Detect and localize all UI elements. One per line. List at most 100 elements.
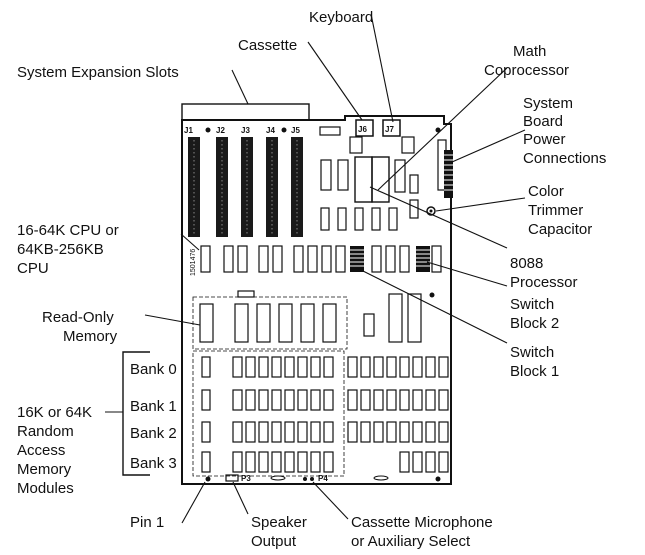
ram-chip <box>374 357 383 377</box>
label-pin-1: Pin 1 <box>130 514 164 531</box>
ram-chip <box>413 452 422 472</box>
ram-chip <box>413 390 422 410</box>
slot-label-j1: J1 <box>184 126 193 135</box>
ram-chip <box>324 357 333 377</box>
ram-chip <box>324 390 333 410</box>
ram-chip <box>400 357 409 377</box>
ram-chip <box>259 390 268 410</box>
ram-chip <box>202 390 210 410</box>
slot-label-j2: J2 <box>216 126 225 135</box>
ram-chip <box>259 357 268 377</box>
ram-chip <box>233 357 242 377</box>
ram-chip <box>374 390 383 410</box>
label-color-line2: Trimmer <box>528 202 583 219</box>
ram-chip <box>348 422 357 442</box>
ram-chip <box>439 422 448 442</box>
ram-chip <box>246 357 255 377</box>
ram-chip <box>202 357 210 377</box>
slot-label-j4: J4 <box>266 126 275 135</box>
math-coprocessor-socket <box>372 157 389 202</box>
expansion-slots: J1 J2 J3 J4 J5 <box>184 126 303 237</box>
ram-chip <box>272 452 281 472</box>
board-part-number: 1501476 <box>190 249 197 276</box>
ram-chip <box>387 390 396 410</box>
ram-chip <box>233 422 242 442</box>
ram-chip <box>233 390 242 410</box>
label-cassette: Cassette <box>238 37 297 54</box>
ram-chip <box>361 357 370 377</box>
ram-chip <box>439 357 448 377</box>
ram-chip <box>272 390 281 410</box>
ram-chip <box>202 422 210 442</box>
ram-chip <box>272 422 281 442</box>
p4-label: P4 <box>318 474 328 483</box>
ram-chip <box>298 357 307 377</box>
slot-j4 <box>266 137 278 237</box>
label-ram-line2: Random <box>17 423 74 440</box>
ram-chip <box>311 357 320 377</box>
ram-chip <box>285 422 294 442</box>
leader-lines <box>105 14 525 523</box>
ram-chip <box>426 357 435 377</box>
ram-chip <box>361 422 370 442</box>
label-color-line3: Capacitor <box>528 221 592 238</box>
label-ram-line4: Memory <box>17 461 72 478</box>
jack-j6-label: J6 <box>358 125 367 134</box>
label-math-line2: Coprocessor <box>484 62 569 79</box>
label-power-line3: Power <box>523 131 566 148</box>
ram-chip <box>259 422 268 442</box>
ram-chip <box>348 357 357 377</box>
slot-j3 <box>241 137 253 237</box>
ram-chip <box>413 357 422 377</box>
label-switch2-line2: Block 2 <box>510 315 559 332</box>
label-switch2-line1: Switch <box>510 296 554 313</box>
label-ram-line5: Modules <box>17 480 74 497</box>
ram-chip <box>324 452 333 472</box>
ram-chip <box>259 452 268 472</box>
expansion-slot-bracket <box>182 104 309 120</box>
slot-j1 <box>188 137 200 237</box>
label-math-line1: Math <box>513 43 546 60</box>
ram-chip <box>233 452 242 472</box>
label-rom-line2: Memory <box>63 328 118 345</box>
ram-chip <box>285 357 294 377</box>
rom-chips <box>200 304 336 342</box>
label-switch1-line1: Switch <box>510 344 554 361</box>
label-bank-1: Bank 1 <box>130 398 177 415</box>
ram-chip <box>400 390 409 410</box>
label-rom-line1: Read-Only <box>42 309 114 326</box>
ram-chip <box>387 357 396 377</box>
label-8088-line2: Processor <box>510 274 578 291</box>
ram-chip <box>246 390 255 410</box>
label-ram-line3: Access <box>17 442 65 459</box>
ram-chip <box>202 452 210 472</box>
cpu-chip-row <box>201 246 210 272</box>
ram-chip <box>426 390 435 410</box>
label-speaker-line1: Speaker <box>251 514 307 531</box>
label-bank-0: Bank 0 <box>130 361 177 378</box>
switch-block-2 <box>416 246 430 272</box>
label-ram-line1: 16K or 64K <box>17 404 92 421</box>
ram-chip-rows <box>202 357 448 472</box>
slot-label-j5: J5 <box>291 126 300 135</box>
label-bank-3: Bank 3 <box>130 455 177 472</box>
processor-8088 <box>355 157 372 202</box>
label-power-line2: Board <box>523 113 563 130</box>
slot-j2 <box>216 137 228 237</box>
label-cassette-mic-line1: Cassette Microphone <box>351 514 493 531</box>
label-cpu-line3: CPU <box>17 260 49 277</box>
label-8088-line1: 8088 <box>510 255 543 272</box>
slot-j5 <box>291 137 303 237</box>
ram-chip <box>298 422 307 442</box>
ram-chip <box>439 390 448 410</box>
label-cpu-line2: 64KB-256KB <box>17 241 104 258</box>
ram-chip <box>439 452 448 472</box>
label-keyboard: Keyboard <box>309 9 373 26</box>
ram-chip <box>361 390 370 410</box>
ram-chip <box>285 390 294 410</box>
ram-chip <box>426 422 435 442</box>
label-power-line4: Connections <box>523 150 606 167</box>
ram-chip <box>374 422 383 442</box>
label-cassette-mic-line2: or Auxiliary Select <box>351 533 471 550</box>
